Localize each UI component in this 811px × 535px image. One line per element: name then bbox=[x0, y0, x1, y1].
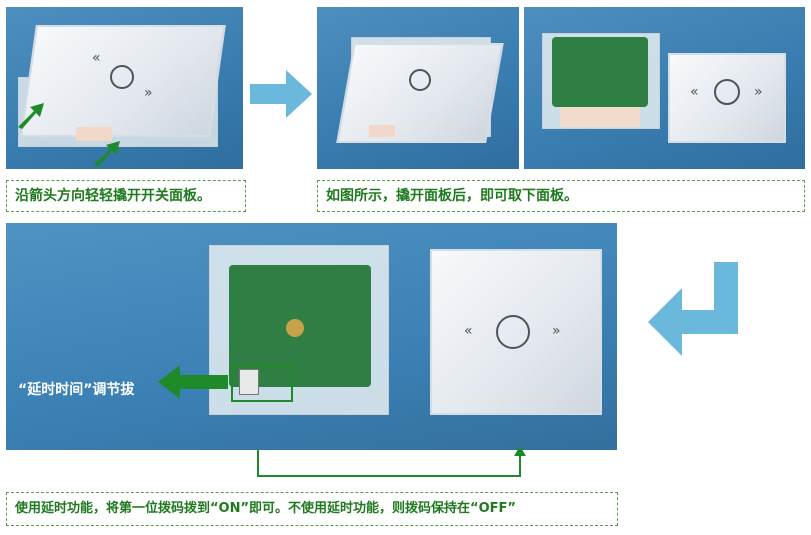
flow-arrow-right-icon bbox=[250, 70, 312, 118]
chevron-right-icon: » bbox=[754, 84, 762, 100]
pcb-connector bbox=[560, 107, 640, 127]
dip-switch bbox=[239, 369, 259, 395]
photo-step2-removed: « » bbox=[524, 7, 805, 169]
green-pry-arrow-icon bbox=[18, 103, 44, 129]
clip-tab bbox=[76, 127, 112, 141]
power-button-icon bbox=[496, 315, 530, 349]
circuit-board bbox=[552, 37, 648, 107]
dip-switch-label: “延时时间”调节拔 bbox=[18, 382, 135, 398]
power-button-icon bbox=[110, 65, 134, 89]
chevron-left-icon: « bbox=[92, 50, 100, 66]
chevron-right-icon: » bbox=[552, 323, 560, 339]
green-indicator-arrow-icon bbox=[158, 365, 228, 399]
clip-tab bbox=[369, 125, 395, 137]
pcb-sensor bbox=[286, 319, 304, 337]
green-bracket-arrow-icon bbox=[257, 446, 526, 477]
chevron-left-icon: « bbox=[464, 323, 472, 339]
photo-step1: « » bbox=[6, 7, 243, 169]
green-pry-arrow-icon bbox=[94, 141, 120, 167]
caption-step1: 沿箭头方向轻轻撬开开关面板。 bbox=[6, 180, 246, 212]
chevron-left-icon: « bbox=[690, 84, 698, 100]
chevron-right-icon: » bbox=[144, 85, 152, 101]
power-button-icon bbox=[714, 79, 740, 105]
flow-arrow-turn-left-icon bbox=[648, 262, 738, 356]
switch-panel bbox=[336, 43, 504, 143]
photo-step3-dip-switch: « » “延时时间”调节拔 bbox=[6, 223, 617, 450]
caption-step2: 如图所示，撬开面板后，即可取下面板。 bbox=[317, 180, 805, 212]
power-button-icon bbox=[409, 69, 431, 91]
photo-step2-lifted bbox=[317, 7, 519, 169]
dip-switch-highlight bbox=[231, 365, 293, 402]
caption-step3: 使用延时功能，将第一位拨码拨到“ON”即可。不使用延时功能，则拨码保持在“OFF… bbox=[6, 492, 618, 526]
